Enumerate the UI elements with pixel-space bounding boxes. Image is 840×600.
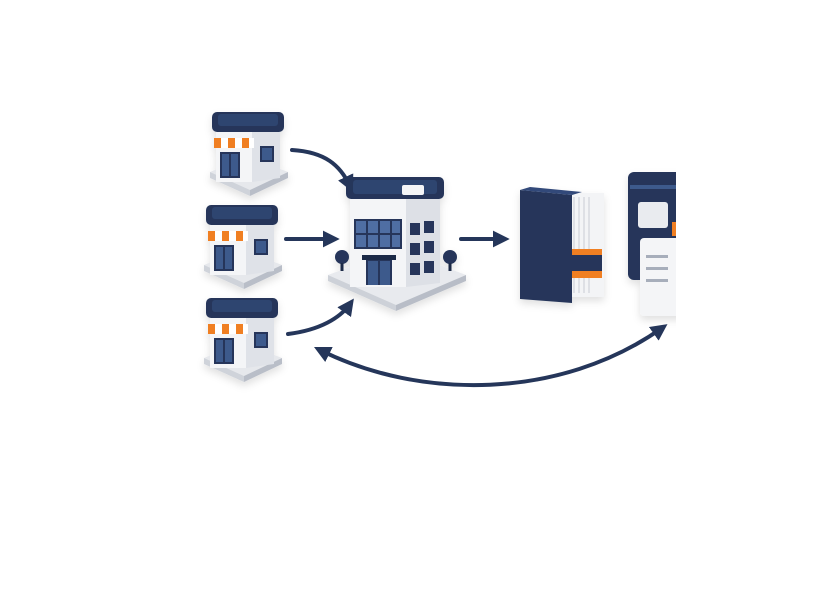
store-icon [204,298,282,382]
arrow-store3-to-hq [286,298,354,336]
awning [214,138,254,148]
store-1 [210,112,288,196]
report-document-icon [628,172,688,316]
ledger [520,187,604,303]
arrow-report-store3-loop [313,324,668,388]
tree-right [443,250,457,271]
crop-mask [676,0,840,600]
awning [208,324,248,334]
awning [208,231,248,241]
store-icon [210,112,288,196]
store-2 [204,205,282,289]
office-building-icon [328,177,466,311]
flow-arrows [284,148,668,388]
headquarters [328,177,466,311]
ledger-book-icon [520,187,604,303]
store-icon [204,205,282,289]
report [628,172,688,316]
arrow-store1-to-hq [290,148,354,193]
tree-left [335,250,349,271]
store-3 [204,298,282,382]
